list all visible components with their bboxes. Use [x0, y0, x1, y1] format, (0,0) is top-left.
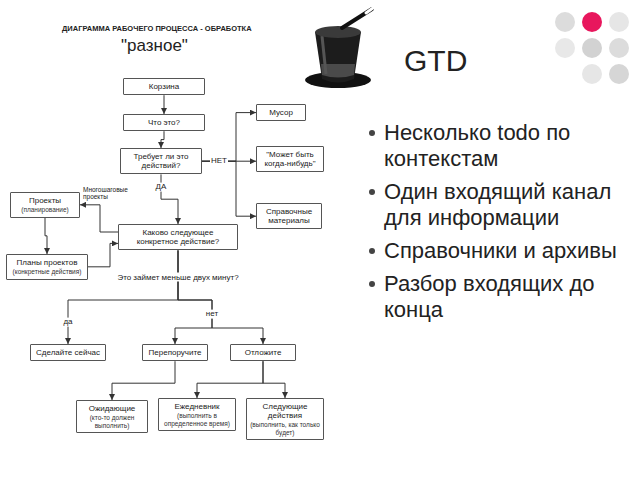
edge-label: да [62, 318, 73, 327]
box-text: Справочные материалы [260, 207, 318, 225]
box-text: Требует ли это действий? [124, 152, 198, 170]
bullet-item: Справочники и архивы [368, 238, 632, 264]
flow-arrow [45, 218, 47, 254]
process-box: Что это? [123, 114, 205, 131]
decor-circle [609, 64, 629, 84]
process-box: Требует ли это действий? [120, 148, 202, 174]
decor-circle [582, 64, 602, 84]
process-box: Справочные материалы [256, 203, 322, 229]
box-text: Следующие действия [250, 402, 320, 420]
box-note: (конкретные действия) [10, 268, 84, 275]
process-box: Отложите [230, 344, 296, 361]
bullet-item: Несколько todo по контекстам [368, 120, 632, 172]
process-box: Планы проектов(конкретные действия) [6, 254, 88, 280]
box-text: Планы проектов [10, 258, 84, 267]
edge-label: нет [205, 310, 219, 319]
process-box: Перепоручите [142, 344, 208, 361]
box-text: Перепоручите [146, 348, 204, 357]
box-text: Отложите [234, 348, 292, 357]
decor-circles [555, 12, 629, 84]
flow-arrow [202, 113, 256, 162]
flow-arrow [80, 205, 118, 232]
decor-circle [555, 38, 575, 58]
wand-tip [366, 8, 373, 13]
flow-arrow [161, 131, 164, 148]
hat-crown [315, 32, 361, 83]
decor-circle [582, 38, 602, 58]
bullet-dot [369, 189, 375, 195]
flow-arrow [175, 250, 212, 344]
flow-arrow [178, 250, 263, 344]
box-text: Каково следующее конкретное действие? [122, 228, 234, 246]
bullet-dot [369, 130, 375, 136]
bullet-dot [369, 281, 375, 287]
box-text: Ожидающие [80, 404, 144, 413]
box-text: Проекты [14, 196, 76, 205]
box-text: Корзина [127, 82, 201, 91]
decor-circle [555, 12, 575, 32]
bullet-text: Разбор входящих до конца [384, 271, 594, 322]
flow-arrow [263, 361, 285, 398]
flow-arrow [88, 243, 118, 266]
edge-label: ДА [155, 182, 168, 191]
bullet-text: Несколько todo по контекстам [384, 120, 570, 171]
box-text: Сделайте сейчас [34, 348, 102, 357]
bullet-text: Один входящий канал для информации [384, 179, 611, 230]
diagram-subtitle: "разное" [121, 36, 188, 56]
box-note: (кто-то должен выполнить) [80, 414, 144, 429]
process-box: Следующие действия(выполнить, как только… [246, 398, 324, 440]
box-text: Что это? [127, 118, 201, 127]
hat-top [315, 26, 361, 38]
bullet-item: Один входящий канал для информации [368, 179, 632, 231]
decor-circle [582, 12, 602, 32]
process-box: Мусор [256, 104, 306, 121]
box-note: (выполнить в определенное время) [162, 412, 232, 427]
box-text: Мусор [260, 108, 302, 117]
process-box: Ежедневник(выполнить в определенное врем… [158, 398, 236, 431]
flow-arrow [164, 95, 165, 114]
edge-label: Многошаговые проекты [82, 186, 134, 200]
bullet-text: Справочники и архивы [384, 238, 617, 263]
hat-highlight [322, 36, 326, 74]
process-box: Каково следующее конкретное действие? [118, 224, 238, 250]
process-box: Проекты(планирование) [10, 192, 80, 218]
process-box: Ожидающие(кто-то должен выполнить) [76, 400, 148, 433]
bullet-item: Разбор входящих до конца [368, 271, 632, 323]
box-text: "Может быть когда-нибудь" [260, 150, 320, 168]
decor-circle [609, 38, 629, 58]
flow-arrow [202, 161, 256, 216]
process-box: "Может быть когда-нибудь" [256, 146, 324, 172]
box-note: (выполнить, как только будет) [250, 421, 320, 436]
bullet-dot [369, 248, 375, 254]
slide-title: GTD [404, 44, 467, 78]
process-box: Сделайте сейчас [30, 344, 106, 361]
diagram-header: ДИАГРАММА РАБОЧЕГО ПРОЦЕССА - ОБРАБОТКА [62, 24, 252, 33]
flow-arrow [197, 361, 263, 398]
top-hat-icon [305, 8, 373, 88]
edge-label: НЕТ [210, 157, 228, 166]
process-box: Корзина [123, 78, 205, 95]
bullet-list: Несколько todo по контекстамОдин входящи… [368, 120, 632, 330]
box-text: Ежедневник [162, 402, 232, 411]
decor-circle [609, 12, 629, 32]
question-label: Это займет меньше двух минут? [115, 273, 240, 282]
flow-arrow [112, 361, 175, 400]
magic-wand [342, 9, 372, 28]
box-note: (планирование) [14, 206, 76, 213]
